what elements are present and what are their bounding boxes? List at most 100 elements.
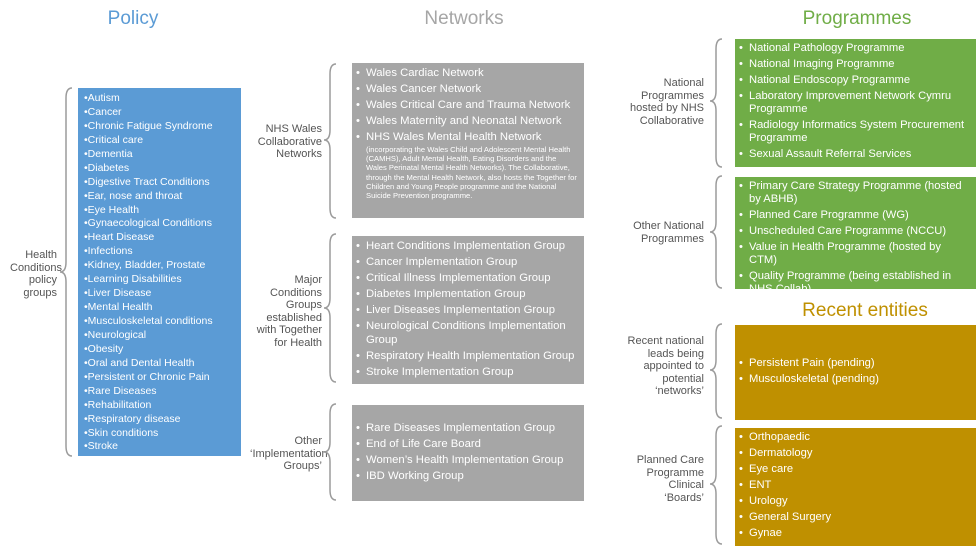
bullet-icon: • <box>356 438 360 450</box>
bullet-icon: • <box>356 115 360 127</box>
collaborative-networks-label: NHS Wales Collaborative Networks <box>257 123 322 160</box>
list-item: • General Surgery <box>739 511 970 524</box>
list-item: •Cancer <box>84 105 122 118</box>
list-item-label: Rare Diseases Implementation Group <box>366 422 555 434</box>
list-item: •IBD Working Group <box>356 469 578 483</box>
clinical-boards-brace <box>709 425 723 545</box>
list-item: •Chronic Fatigue Syndrome <box>84 119 213 132</box>
bullet-icon: • <box>356 454 360 466</box>
national-programmes-box: •National Pathology Programme•National I… <box>735 39 976 167</box>
list-item-label: Laboratory Improvement Network Cymru Pro… <box>749 90 952 115</box>
list-item: •Neurological Conditions Implementation … <box>356 319 578 347</box>
list-item-label: Urology <box>749 495 788 507</box>
list-item-label: Orthopaedic <box>749 431 810 443</box>
list-item: • Rare Diseases Implementation Group <box>356 421 578 435</box>
major-brace <box>323 233 337 383</box>
list-item: •Gynaecological Conditions <box>84 217 212 230</box>
list-item-label: National Endoscopy Programme <box>749 74 911 86</box>
list-item-label: Heart Conditions Implementation Group <box>366 240 566 252</box>
list-item-label: Primary Care Strategy Programme (hosted … <box>749 180 962 205</box>
clinical-boards-list: •Orthopaedic•Dermatology•Eye care•ENT•Ur… <box>739 431 970 540</box>
list-item: •Mental Health <box>84 301 153 314</box>
list-item: • Heart Conditions Implementation Group <box>356 239 578 253</box>
list-item: • National Pathology Programme <box>739 42 970 55</box>
list-item: •Sexual Assault Referral Services <box>739 148 970 161</box>
bullet-icon: • <box>739 463 743 475</box>
bullet-icon: • <box>739 447 743 459</box>
list-item: •Persistent or Chronic Pain <box>84 370 210 383</box>
bullet-icon: • <box>739 90 743 102</box>
list-item-label: Diabetes Implementation Group <box>366 288 526 300</box>
list-item: •End of Life Care Board <box>356 437 578 451</box>
list-item-label: IBD Working Group <box>366 470 464 482</box>
list-item-label: Respiratory Health Implementation Group <box>366 350 575 362</box>
bullet-icon: • <box>739 511 743 523</box>
mental-health-note: (incorporating the Wales Child and Adole… <box>366 145 577 201</box>
list-item-label: Wales Cancer Network <box>366 83 482 95</box>
list-item-label: Unscheduled Care Programme (NCCU) <box>749 225 947 237</box>
other-implementation-brace <box>323 403 337 501</box>
bullet-icon: • <box>739 74 743 86</box>
bullet-icon: • <box>356 99 360 111</box>
recent-leads-label: Recent national leads being appointed to… <box>627 335 704 397</box>
bullet-icon: • <box>356 422 360 434</box>
list-item: •Gynae <box>739 527 970 540</box>
list-item: •Liver Disease <box>84 287 152 300</box>
list-item-label: Planned Care Programme (WG) <box>749 209 909 221</box>
list-item-label: General Surgery <box>749 511 832 523</box>
clinical-boards-box: •Orthopaedic•Dermatology•Eye care•ENT•Ur… <box>735 428 976 546</box>
list-item-label: Musculoskeletal (pending) <box>749 373 879 385</box>
recent-leads-brace <box>709 323 723 419</box>
list-item-label: Wales Maternity and Neonatal Network <box>366 115 562 127</box>
bullet-icon: • <box>356 67 360 79</box>
bullet-icon: • <box>356 288 360 300</box>
list-item: •Persistent Pain (pending) <box>739 357 970 370</box>
list-item: •Primary Care Strategy Programme (hosted… <box>739 180 970 206</box>
recent-leads-box: •Persistent Pain (pending) •Musculoskelet… <box>735 325 976 420</box>
list-item: •Wales Critical Care and Trauma Network <box>356 98 578 112</box>
bullet-icon: • <box>356 304 360 316</box>
list-item: •Infections <box>84 245 133 258</box>
list-item: •Digestive Tract Conditions <box>84 175 210 188</box>
national-programmes-list: •National Pathology Programme•National I… <box>739 42 970 161</box>
list-item: •Women’s Health Implementation Group <box>356 453 578 467</box>
bullet-icon: • <box>356 131 360 143</box>
bullet-icon: • <box>356 256 360 268</box>
list-item-label: Cancer Implementation Group <box>366 256 518 268</box>
bullet-icon: • <box>356 350 360 362</box>
bullet-icon: • <box>739 495 743 507</box>
recent-entities-header: Recent entities <box>802 300 928 321</box>
list-item: •Wales Cancer Network <box>356 82 578 96</box>
list-item: •Rehabilitation <box>84 398 152 411</box>
list-item: • Planned Care Programme (WG) <box>739 209 970 222</box>
list-item: •Learning Disabilities <box>84 273 182 286</box>
national-programmes-label: National Programmes hosted by NHS Collab… <box>630 77 704 127</box>
list-item: •Dementia <box>84 147 133 160</box>
bullet-icon: • <box>356 240 360 252</box>
list-item: •Oral and Dental Health <box>84 356 195 369</box>
other-implementation-label: Other ‘Implementation Groups’ <box>250 435 328 472</box>
list-item: •Eye care <box>739 463 970 476</box>
other-programmes-list: • Primary Care Strategy Programme (hosted… <box>739 180 970 296</box>
list-item: •Radiology Informatics System Procuremen… <box>739 119 970 145</box>
policy-header: Policy <box>107 8 159 29</box>
bullet-icon: • <box>739 42 743 54</box>
other-programmes-brace <box>709 175 723 289</box>
list-item-label: National Pathology Programme <box>749 42 905 54</box>
other-implementation-box: • Rare Diseases Implementation Group •End … <box>352 405 584 501</box>
list-item: •Autism <box>84 92 120 104</box>
list-item: • Cancer Implementation Group <box>356 255 578 269</box>
list-item: •Orthopaedic <box>739 431 970 444</box>
list-item: •Obesity <box>84 342 124 355</box>
list-item: •Musculoskeletal (pending) <box>739 373 970 386</box>
collaborative-networks-list: •Wales Cardiac Network•Wales Cancer Netw… <box>356 66 578 201</box>
list-item-label: Gynae <box>749 527 782 539</box>
list-item: • Laboratory Improvement Network Cymru Pr… <box>739 90 970 116</box>
bullet-icon: • <box>739 209 743 221</box>
list-item: •Unscheduled Care Programme (NCCU) <box>739 225 970 238</box>
clinical-boards-label: Planned Care Programme Clinical ‘Boards’ <box>636 454 704 504</box>
other-programmes-label: Other National Programmes <box>633 220 704 245</box>
list-item: •ENT <box>739 479 970 492</box>
networks-header: Networks <box>424 8 504 29</box>
bullet-icon: • <box>739 241 743 253</box>
